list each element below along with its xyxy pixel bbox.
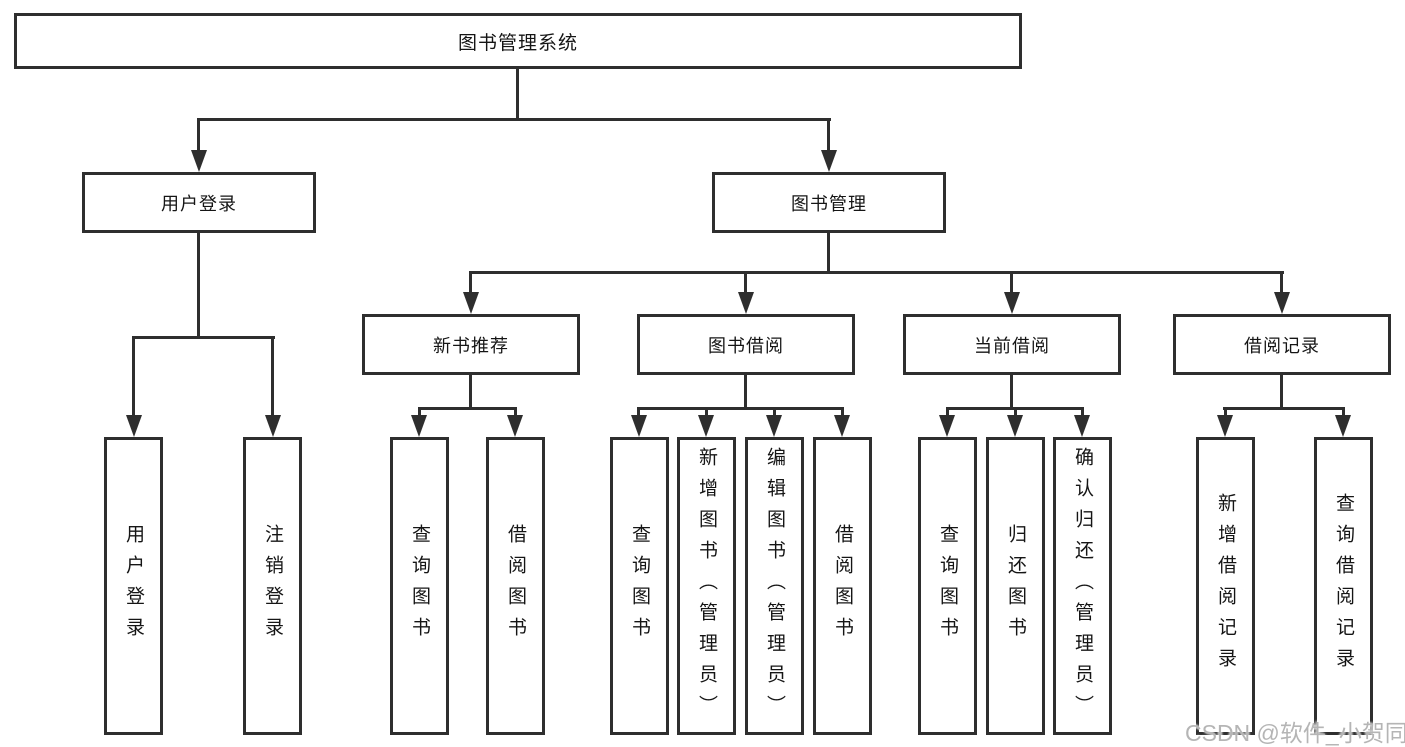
connector-line <box>744 271 747 294</box>
arrow-down-icon <box>507 415 523 437</box>
connector-line <box>132 336 275 339</box>
connector-line <box>514 407 517 419</box>
arrow-down-icon <box>1335 415 1351 437</box>
connector-line <box>1224 407 1227 419</box>
arrow-down-icon <box>1004 292 1020 314</box>
connector-line <box>197 233 200 336</box>
leaf-query-books-current-label: 查询图书 <box>937 524 958 648</box>
leaf-query-books-borrowing-label: 查询图书 <box>629 524 650 648</box>
leaf-logout: 注销登录 <box>243 437 302 735</box>
node-root-library-management-system: 图书管理系统 <box>14 13 1022 69</box>
connector-line <box>418 407 421 419</box>
connector-line <box>1081 407 1084 419</box>
leaf-query-books-recommend-label: 查询图书 <box>409 524 430 648</box>
node-new-book-recommendation: 新书推荐 <box>362 314 580 375</box>
arrow-down-icon <box>265 415 281 437</box>
arrow-down-icon <box>631 415 647 437</box>
leaf-query-books-current: 查询图书 <box>918 437 977 735</box>
connector-line <box>946 407 949 419</box>
node-user-login-label: 用户登录 <box>161 193 237 214</box>
connector-line <box>637 407 640 419</box>
connector-line <box>197 118 831 121</box>
arrow-down-icon <box>126 415 142 437</box>
leaf-add-book-admin: 新增图书（管理员） <box>677 437 736 735</box>
connector-line <box>1280 271 1283 294</box>
arrow-down-icon <box>939 415 955 437</box>
leaf-return-books-label: 归还图书 <box>1005 524 1026 648</box>
connector-line <box>1342 407 1345 419</box>
node-current-borrowing: 当前借阅 <box>903 314 1121 375</box>
leaf-query-books-recommend: 查询图书 <box>390 437 449 735</box>
connector-line <box>773 407 776 419</box>
node-root-label: 图书管理系统 <box>457 32 578 54</box>
leaf-borrow-books-recommend: 借阅图书 <box>486 437 545 735</box>
csdn-watermark: CSDN @软件_小贺同学 <box>1185 720 1405 746</box>
leaf-edit-book-admin: 编辑图书（管理员） <box>745 437 804 735</box>
connector-line <box>418 407 517 410</box>
arrow-down-icon <box>191 150 207 172</box>
node-borrowing-records-label: 借阅记录 <box>1244 335 1320 356</box>
connector-line <box>827 233 830 271</box>
leaf-return-books: 归还图书 <box>986 437 1045 735</box>
connector-line <box>705 407 708 419</box>
connector-line <box>1280 375 1283 407</box>
connector-line <box>1010 271 1013 294</box>
connector-line <box>1223 407 1345 410</box>
leaf-query-borrow-record: 查询借阅记录 <box>1314 437 1373 735</box>
node-book-management-label: 图书管理 <box>791 193 867 214</box>
arrow-down-icon <box>1074 415 1090 437</box>
connector-line <box>516 69 519 118</box>
connector-line <box>132 336 135 417</box>
node-book-borrowing-label: 图书借阅 <box>708 335 784 356</box>
connector-line <box>1010 375 1013 407</box>
leaf-add-borrow-record-label: 新增借阅记录 <box>1215 493 1236 679</box>
arrow-down-icon <box>1007 415 1023 437</box>
arrow-down-icon <box>766 415 782 437</box>
leaf-query-borrow-record-label: 查询借阅记录 <box>1333 493 1354 679</box>
connector-line <box>197 118 200 154</box>
connector-line <box>469 375 472 407</box>
node-new-book-recommendation-label: 新书推荐 <box>433 335 509 356</box>
arrow-down-icon <box>463 292 479 314</box>
node-borrowing-records: 借阅记录 <box>1173 314 1391 375</box>
leaf-confirm-return-admin-label: 确认归还（管理员） <box>1072 446 1093 726</box>
node-book-management: 图书管理 <box>712 172 946 233</box>
leaf-query-books-borrowing: 查询图书 <box>610 437 669 735</box>
node-book-borrowing: 图书借阅 <box>637 314 855 375</box>
arrow-down-icon <box>411 415 427 437</box>
leaf-logout-label: 注销登录 <box>262 524 283 648</box>
arrow-down-icon <box>698 415 714 437</box>
arrow-down-icon <box>821 150 837 172</box>
arrow-down-icon <box>738 292 754 314</box>
leaf-borrow-books-borrowing-label: 借阅图书 <box>832 524 853 648</box>
arrow-down-icon <box>1274 292 1290 314</box>
connector-line <box>744 375 747 407</box>
arrow-down-icon <box>834 415 850 437</box>
connector-line <box>827 118 830 154</box>
leaf-borrow-books-borrowing: 借阅图书 <box>813 437 872 735</box>
connector-line <box>841 407 844 419</box>
connector-line <box>271 336 274 417</box>
leaf-add-book-admin-label: 新增图书（管理员） <box>696 446 717 726</box>
connector-line <box>637 407 844 410</box>
leaf-borrow-books-recommend-label: 借阅图书 <box>505 524 526 648</box>
leaf-user-login-label: 用户登录 <box>123 524 144 648</box>
leaf-user-login: 用户登录 <box>104 437 163 735</box>
leaf-confirm-return-admin: 确认归还（管理员） <box>1053 437 1112 735</box>
leaf-edit-book-admin-label: 编辑图书（管理员） <box>764 446 785 726</box>
connector-line <box>469 271 1284 274</box>
node-current-borrowing-label: 当前借阅 <box>974 335 1050 356</box>
leaf-add-borrow-record: 新增借阅记录 <box>1196 437 1255 735</box>
arrow-down-icon <box>1217 415 1233 437</box>
connector-line <box>1014 407 1017 419</box>
connector-line <box>469 271 472 294</box>
node-user-login: 用户登录 <box>82 172 316 233</box>
